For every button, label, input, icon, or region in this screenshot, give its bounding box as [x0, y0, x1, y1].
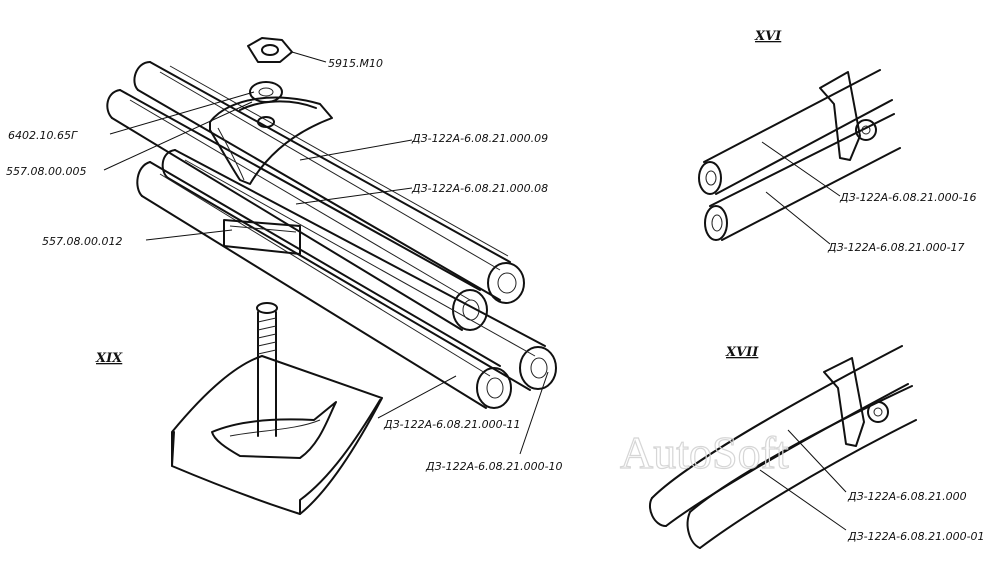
label-tube-08: ДЗ-122А-6.08.21.000.08	[411, 182, 548, 195]
label-tube-16: ДЗ-122А-6.08.21.000-16	[839, 191, 977, 204]
view-label-xvi: XVI	[754, 29, 782, 44]
plate-shape	[223, 219, 301, 255]
washer-shape	[249, 81, 283, 103]
label-tube-11: ДЗ-122А-6.08.21.000-11	[383, 418, 521, 431]
tube-10-shape	[161, 149, 557, 391]
view-label-xix: XIX	[95, 351, 123, 366]
label-tube-17: ДЗ-122А-6.08.21.000-17	[827, 241, 965, 254]
view-xvii	[648, 345, 917, 549]
main-tube-bundle	[106, 37, 557, 409]
main-leaders	[103, 51, 549, 455]
label-tube-000: ДЗ-122А-6.08.21.000	[847, 490, 967, 503]
view-xvi	[698, 69, 901, 241]
view-xix	[171, 302, 383, 515]
label-clamp-main: 557.08.00.005	[6, 165, 86, 178]
xvii-leaders	[759, 429, 847, 531]
label-tube-01: ДЗ-122А-6.08.21.000-01	[847, 530, 985, 543]
clamp-shape	[209, 96, 333, 185]
label-tube-10: ДЗ-122А-6.08.21.000-10	[425, 460, 563, 473]
label-washer: 6402.10.65Г	[8, 129, 78, 142]
tube-09-shape	[133, 61, 525, 304]
label-nut: 5915.М10	[328, 57, 383, 70]
xvi-leaders	[761, 141, 841, 245]
watermark: AutoSoft	[620, 427, 789, 478]
tube-11-shape	[136, 161, 512, 409]
label-tube-09: ДЗ-122А-6.08.21.000.09	[411, 132, 548, 145]
nut-shape	[247, 37, 293, 63]
view-label-xvii: XVII	[725, 345, 759, 360]
label-plate: 557.08.00.012	[42, 235, 122, 248]
xvi-tube-lower	[704, 113, 901, 241]
